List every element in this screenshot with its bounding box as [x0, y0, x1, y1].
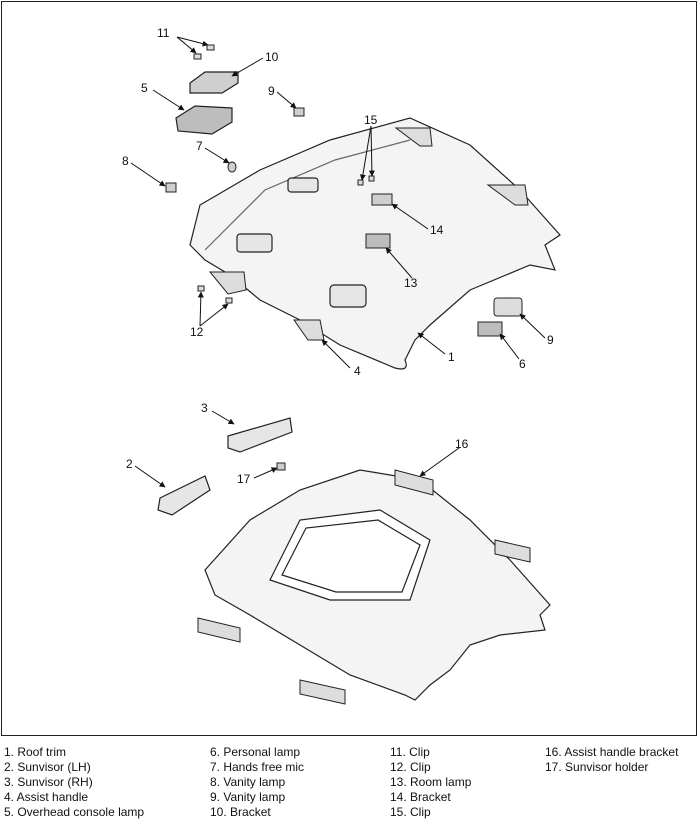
- legend-item: 3. Sunvisor (RH): [4, 775, 93, 789]
- callout-13: 13: [404, 276, 418, 290]
- parts-legend: 1. Roof trim 2. Sunvisor (LH) 3. Sunviso…: [4, 745, 700, 821]
- bracket-14: [371, 193, 393, 206]
- callout-11: 11: [157, 26, 170, 40]
- vanity-lamp-8: [165, 182, 177, 193]
- legend-item: 17. Sunvisor holder: [545, 760, 649, 774]
- callout-1: 1: [448, 350, 455, 364]
- vanity-lamp-9-bracket: [493, 297, 523, 317]
- legend-item: 10. Bracket: [210, 805, 271, 819]
- legend-item: 9. Vanity lamp: [210, 790, 286, 804]
- clip-12: [197, 271, 247, 304]
- legend-item: 14. Bracket: [390, 790, 451, 804]
- callout-2: 2: [126, 457, 133, 471]
- leader-lines: [130, 36, 546, 488]
- roof-trim-bottom: [204, 469, 551, 701]
- callout-15: 15: [364, 113, 378, 127]
- personal-lamp-6: [477, 321, 503, 337]
- assist-handle-bracket: [197, 469, 531, 705]
- assist-handle-4: [293, 319, 325, 341]
- legend-item: 4. Assist handle: [4, 790, 89, 804]
- vanity-lamp-9-top: [293, 107, 305, 117]
- callout-6: 6: [519, 357, 526, 371]
- legend-column-1: 1. Roof trim 2. Sunvisor (LH) 3. Sunviso…: [4, 745, 144, 820]
- overhead-console-lamp-5: [175, 105, 233, 135]
- sunvisor-rh: [227, 417, 293, 453]
- callout-17: 17: [237, 472, 251, 486]
- legend-item: 12. Clip: [390, 760, 431, 774]
- sunvisor-lh: [157, 475, 211, 516]
- legend-item: 5. Overhead console lamp: [4, 805, 145, 819]
- callout-4: 4: [354, 364, 361, 378]
- callout-9-top: 9: [268, 84, 275, 98]
- callout-8: 8: [122, 154, 129, 168]
- room-lamp-13: [365, 233, 391, 249]
- legend-item: 11. Clip: [390, 745, 430, 759]
- legend-item: 2. Sunvisor (LH): [4, 760, 91, 774]
- callout-16: 16: [455, 437, 469, 451]
- callout-9-bottom: 9: [547, 333, 554, 347]
- legend-item: 1. Roof trim: [4, 745, 67, 759]
- legend-item: 13. Room lamp: [390, 775, 472, 789]
- callout-7: 7: [196, 139, 203, 153]
- exploded-view-illustration: 11 10 5 9 15 7 8 14 13 12 9 1 6 4 3 16 2…: [122, 26, 561, 705]
- callout-10: 10: [265, 50, 279, 64]
- legend-column-4: 16. Assist handle bracket 17. Sunvisor h…: [545, 745, 678, 775]
- legend-item: 16. Assist handle bracket: [545, 745, 679, 759]
- callout-3: 3: [201, 401, 208, 415]
- legend-item: 8. Vanity lamp: [210, 775, 286, 789]
- callout-5: 5: [141, 81, 148, 95]
- sunvisor-holder: [276, 462, 286, 471]
- callout-14: 14: [430, 223, 444, 237]
- legend-item: 15. Clip: [390, 805, 431, 819]
- legend-column-3: 11. Clip 12. Clip 13. Room lamp 14. Brac…: [390, 745, 471, 820]
- clip-11: [193, 44, 215, 60]
- assist-handle-top: [394, 127, 529, 206]
- hands-free-mic-7: [227, 161, 237, 173]
- legend-item: 7. Hands free mic: [210, 760, 305, 774]
- legend-item: 6. Personal lamp: [210, 745, 301, 759]
- callout-12: 12: [190, 325, 204, 339]
- bracket-10: [189, 71, 239, 94]
- legend-column-2: 6. Personal lamp 7. Hands free mic 8. Va…: [210, 745, 304, 820]
